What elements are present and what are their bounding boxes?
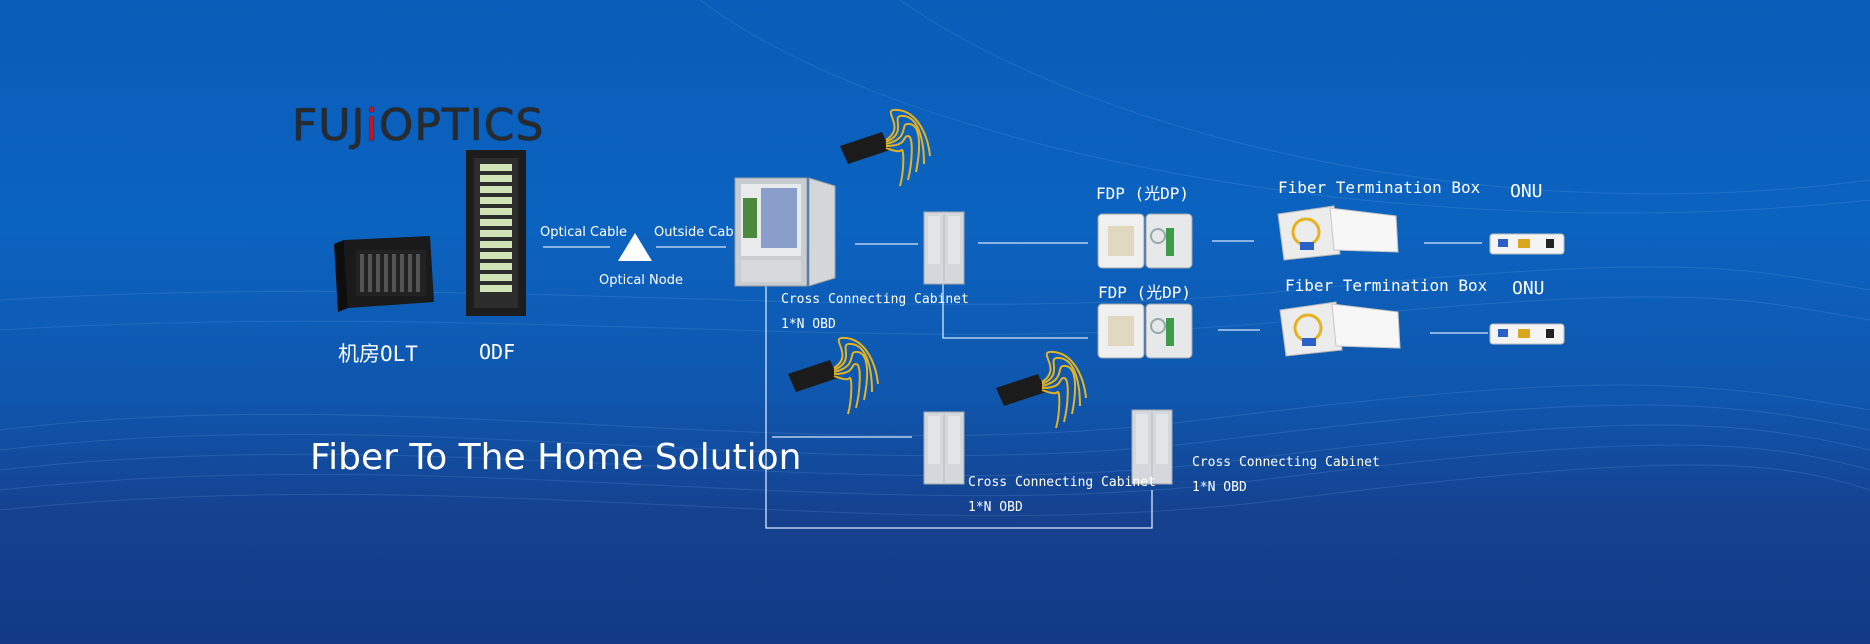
line-to-fdp-mid [942, 270, 1088, 339]
splitter-top-icon [840, 108, 931, 187]
ccc-cabinet-bottom-right-icon [1131, 409, 1173, 485]
obd-bottom-right-label: 1*N OBD [1192, 480, 1247, 495]
splitter-mid-icon [996, 350, 1087, 429]
obd-bottom-mid-label: 1*N OBD [968, 500, 1023, 515]
main-cabinet-open-icon [734, 177, 836, 287]
ccc-bottom-right-label: Cross Connecting Cabinet [1192, 455, 1380, 470]
optical-node-triangle-icon [618, 233, 652, 261]
onu-top-label: ONU [1510, 181, 1543, 202]
fdp-box-top-icon [1097, 213, 1193, 269]
odf-label: ODF [479, 340, 516, 364]
odf-rack-icon [466, 150, 526, 316]
ccc-cabinet-bottom-left-icon [923, 411, 965, 485]
page-title: Fiber To The Home Solution [310, 437, 802, 478]
ccc-bottom-mid-label: Cross Connecting Cabinet [968, 475, 1156, 490]
ftb-top-icon [1277, 205, 1399, 261]
ftb-mid-icon [1279, 301, 1401, 357]
olt-device-icon [334, 236, 434, 312]
ftb-mid-label: Fiber Termination Box [1285, 276, 1488, 295]
splitter-left-icon [788, 336, 879, 415]
outside-cable-label: Outside Cable [654, 225, 746, 240]
ccc-top-label: Cross Connecting Cabinet [781, 292, 969, 307]
obd-top-label: 1*N OBD [781, 317, 836, 332]
olt-label: 机房OLT [338, 342, 418, 366]
optical-node-label: Optical Node [599, 273, 683, 288]
fdp-top-label: FDP (光DP) [1096, 184, 1190, 203]
onu-mid-icon [1489, 323, 1565, 345]
ccc-cabinet-top-icon [923, 211, 965, 285]
brand-logo: FUJiOPTICS [292, 100, 545, 151]
ftb-top-label: Fiber Termination Box [1278, 178, 1481, 197]
onu-mid-label: ONU [1512, 278, 1545, 299]
onu-top-icon [1489, 233, 1565, 255]
optical-cable-label: Optical Cable [540, 225, 627, 240]
fdp-mid-label: FDP (光DP) [1098, 283, 1192, 302]
fdp-box-mid-icon [1097, 303, 1193, 359]
line-bottom-loop [765, 282, 1153, 529]
